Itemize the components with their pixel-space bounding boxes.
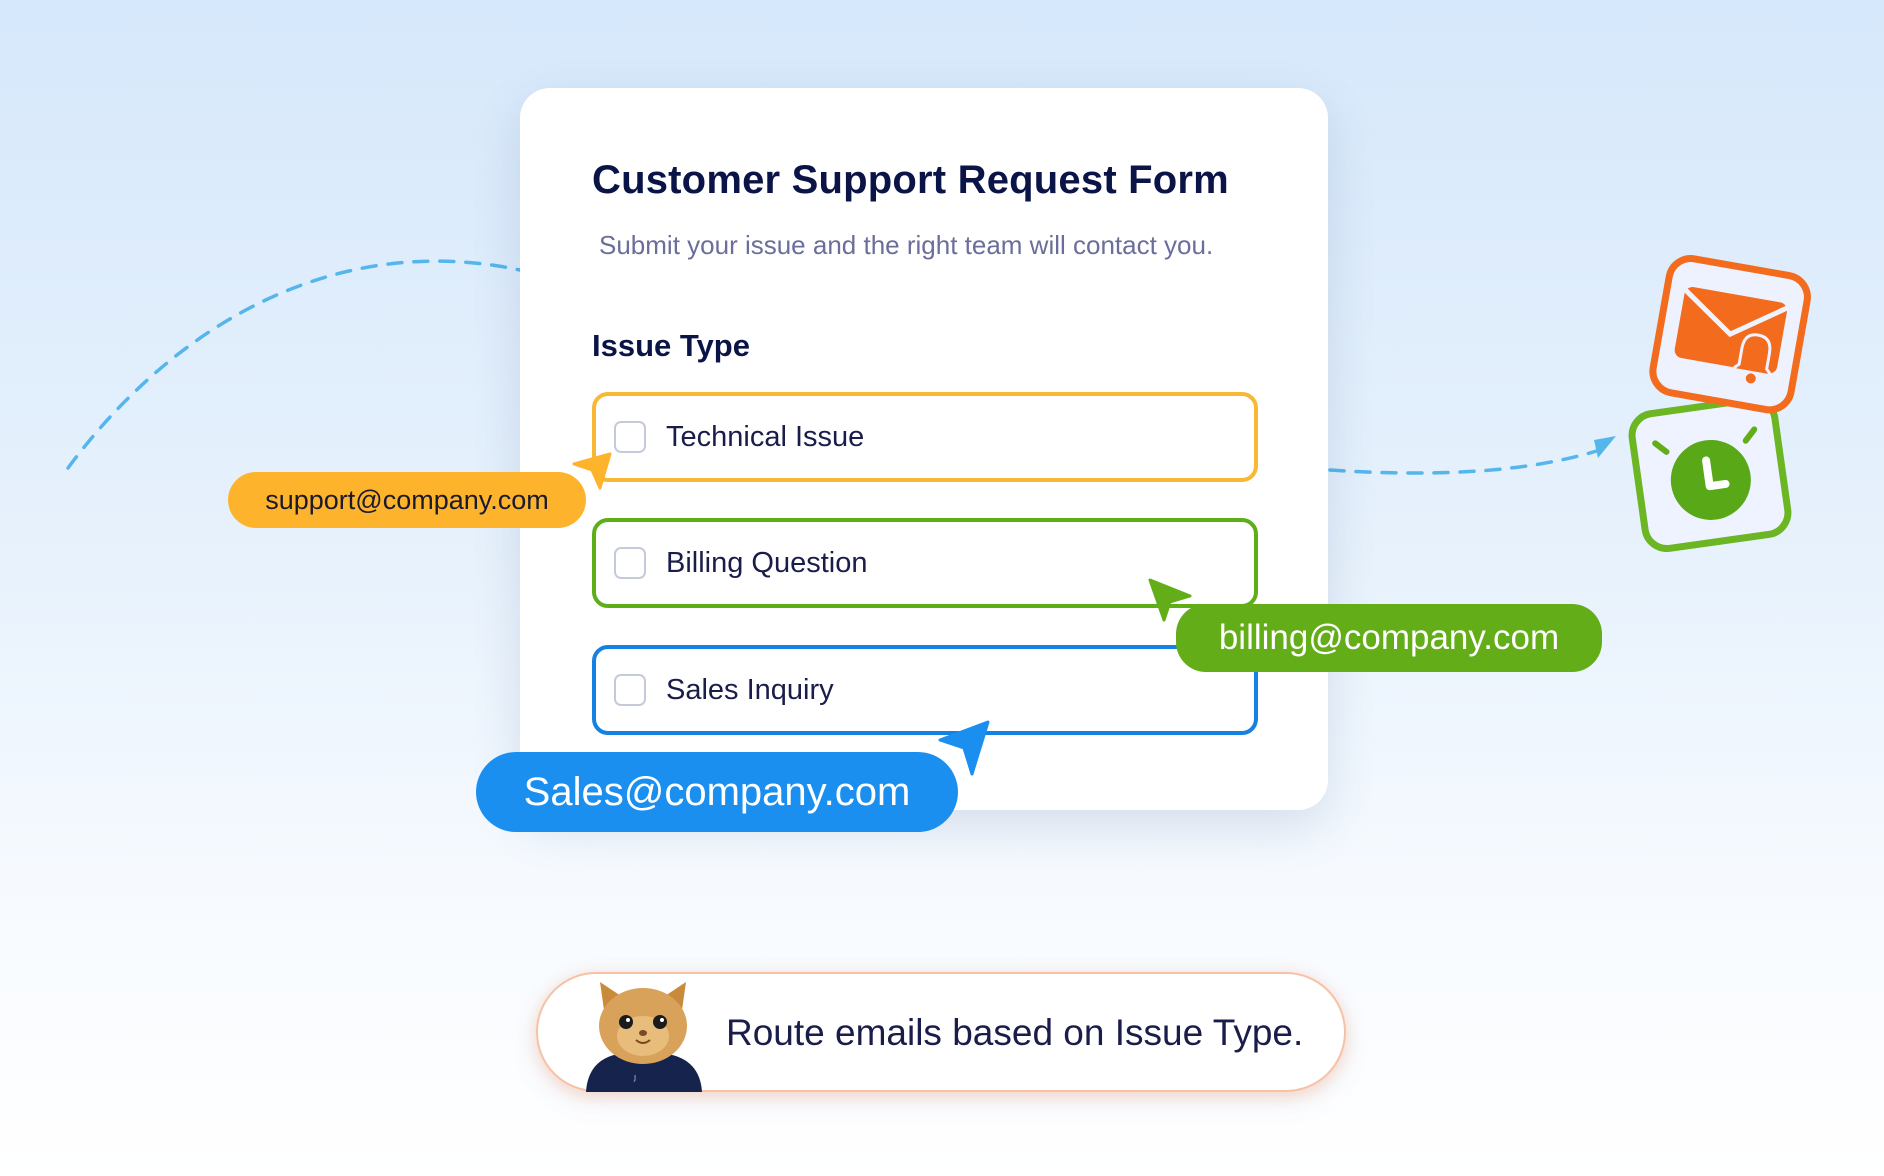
left-dashed-arc [66,259,522,470]
footer-caption: Route emails based on Issue Type. [726,1012,1304,1053]
option-billing-question[interactable]: Billing Question [592,518,1258,608]
form-subtitle: Submit your issue and the right team wil… [599,230,1214,260]
option-label: Billing Question [666,546,868,579]
right-dashed-line [1328,446,1608,475]
svg-text:J: J [633,1074,636,1082]
footer-caption-pill: J Route emails based on Issue Type. [536,972,1346,1092]
billing-question-checkbox[interactable] [614,547,646,579]
support-form-card: Customer Support Request Form Submit you… [520,88,1328,810]
technical-issue-checkbox[interactable] [614,421,646,453]
right-dashed-arrowhead [1594,436,1616,458]
option-technical-issue[interactable]: Technical Issue [592,392,1258,482]
sales-email-pill: Sales@company.com [476,752,958,832]
alarm-clock-icon [1628,396,1792,552]
envelope-bell-icon [1649,255,1811,414]
cat-mascot-icon: J [586,982,702,1092]
form-title: Customer Support Request Form [592,158,1229,202]
billing-email-pill: billing@company.com [1176,604,1602,672]
support-email-pill: support@company.com [228,472,586,528]
option-label: Technical Issue [666,420,865,453]
option-sales-inquiry[interactable]: Sales Inquiry [592,645,1258,735]
option-label: Sales Inquiry [666,673,834,706]
sales-inquiry-checkbox[interactable] [614,674,646,706]
issue-type-label: Issue Type [592,328,750,363]
